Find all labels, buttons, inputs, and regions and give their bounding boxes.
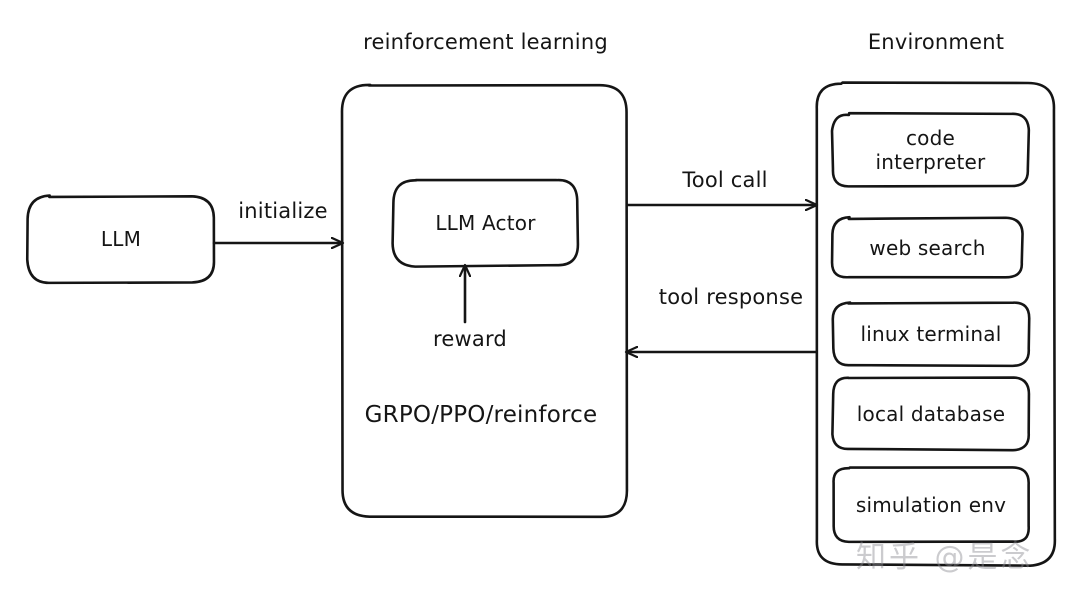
web-search-node-outline [830,215,1024,279]
linux-terminal-node-label: linux terminal [860,321,1002,346]
edge-arrows [212,205,816,352]
local-database-node-outline [831,376,1031,452]
llm-node-outline [25,194,216,285]
tool-call-edge-label: Tool call [682,168,768,192]
algorithms-label: GRPO/PPO/reinforce [364,402,598,428]
environment-title: Environment [867,30,1005,54]
local-database-node-label: local database [856,401,1006,426]
code-interpreter-node-outline [830,111,1031,188]
rl-container-outline [340,83,629,519]
zhihu-watermark: 知乎 @是念 [856,540,1034,575]
initialize-edge-label: initialize [238,199,328,223]
llm-actor-node-outline [391,178,580,268]
reinforcement-learning-title: reinforcement learning [363,30,608,54]
environment-container-outline [815,81,1057,567]
llm-actor-node-label: LLM Actor [435,210,536,235]
linux-terminal-node-outline [831,301,1031,368]
simulation-env-node-label: simulation env [855,492,1007,517]
node-outlines [25,81,1057,567]
llm-node-label: LLM [100,226,142,251]
tool-response-edge-label: tool response [658,285,804,309]
simulation-env-node-outline [832,466,1030,544]
web-search-node-label: web search [869,235,986,260]
code-interpreter-node-label: code interpreter [875,125,986,174]
reward-edge-label: reward [433,327,507,351]
